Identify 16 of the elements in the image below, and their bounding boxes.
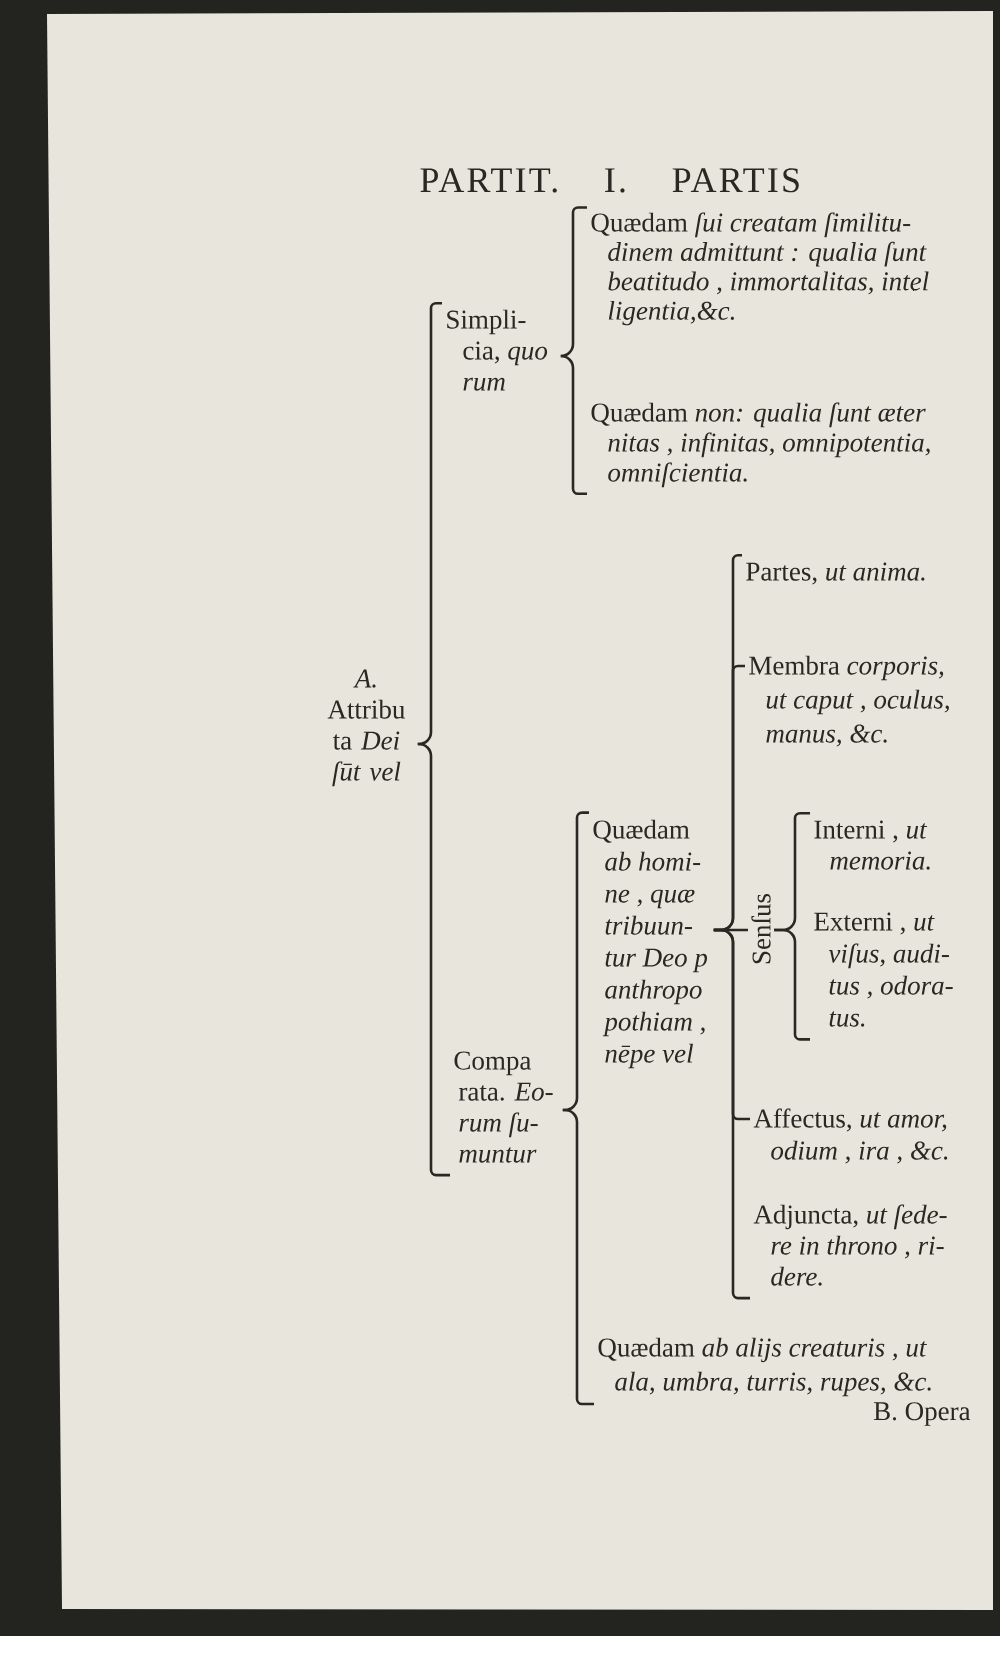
branch-text: Externi , ut viſus, audi- tus , odora- tus. — [814, 912, 953, 1027]
running-head: PARTIT. I. PARTIS — [420, 168, 799, 193]
branch-text: Membra corporis, ut caput , oculus, manus, &c. — [749, 655, 949, 747]
branch-text: Affectus, ut amor, odium , ira , &c. — [753, 1108, 948, 1164]
branch-text: Quædam non: qualia ſunt æter nitas , infinitas, omnipotentia, omniſcientia. — [591, 402, 930, 488]
branch-text: Compa rata. Eo- rum ſu- muntur — [454, 1051, 553, 1163]
branch-text: Simpli- cia, quo rum — [447, 309, 548, 391]
branch-text: Adjuncta, ut ſede- re in throno , ri- dere. — [753, 1204, 947, 1286]
branch-text: Quædam ſui creatam ſimilitu- dinem admittunt : qualia ſunt beatitudo , immortalitas, intel ligentia,&c. — [591, 212, 929, 326]
branch-text: A. Attribu ta Dei ſūt vel — [327, 669, 405, 787]
branch-text: Partes, ut anima. — [746, 562, 925, 585]
catchword: B. Opera — [873, 1402, 971, 1426]
branch-text: Interni , ut memoria. — [814, 820, 930, 870]
rotated-text: Senſus — [751, 894, 771, 964]
branch-text: Quædam ab homi- ne , quæ tribuun- tur Deo p anthropo pothiam , nēpe vel — [593, 819, 708, 1069]
branch-text: Quædam ab alijs creaturis , ut ala, umbra, turris, rupes, &c. — [598, 1337, 931, 1397]
